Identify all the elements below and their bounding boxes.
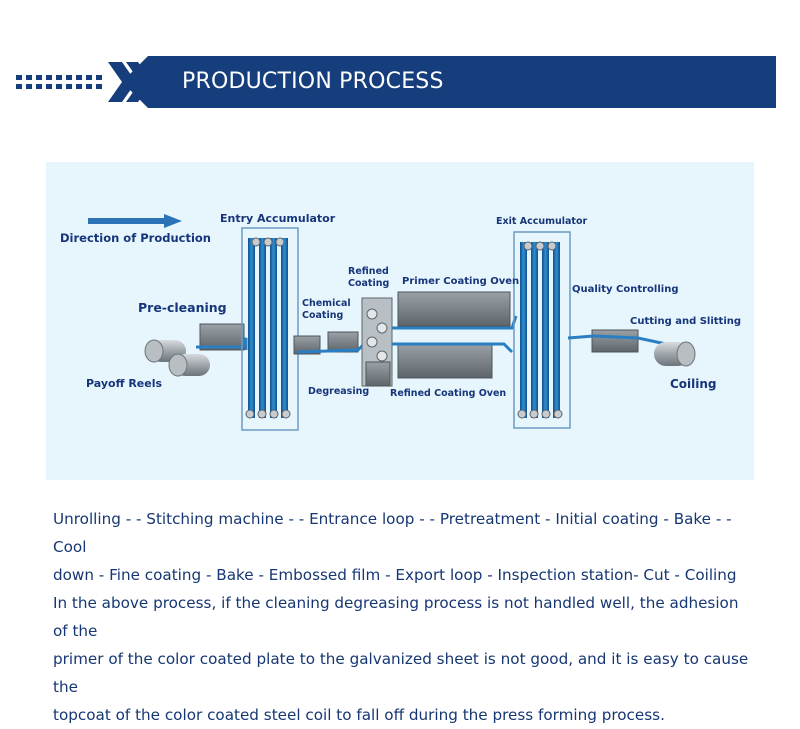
label-chemical-coating-2: Coating <box>302 310 343 321</box>
entry-accumulator-tower <box>241 227 299 431</box>
label-cutting: Cutting and Slitting <box>630 316 741 327</box>
label-degreasing: Degreasing <box>308 386 369 397</box>
refined-coating-oven <box>392 342 514 379</box>
refined-coating-station <box>361 297 393 387</box>
label-refined-coating-1: Refined <box>348 266 389 277</box>
description-text: In the above process, if the cleaning de… <box>53 589 753 729</box>
process-line-1: Unrolling - - Stitching machine - - Entr… <box>53 510 732 556</box>
description-line-3: topcoat of the color coated steel coil t… <box>53 706 665 724</box>
production-diagram: Direction of Production Entry Accumulato… <box>46 162 754 480</box>
label-pre-cleaning: Pre-cleaning <box>138 300 227 315</box>
production-line-illustration: Direction of Production Entry Accumulato… <box>60 212 741 431</box>
label-primer-oven: Primer Coating Oven <box>402 276 519 287</box>
label-direction: Direction of Production <box>60 231 211 245</box>
pre-cleaning-unit <box>196 323 248 351</box>
primer-coating-oven <box>392 291 518 330</box>
label-quality: Quality Controlling <box>572 284 678 295</box>
section-banner: PRODUCTION PROCESS <box>0 56 800 108</box>
label-refined-oven: Refined Coating Oven <box>390 388 506 399</box>
label-refined-coating-2: Coating <box>348 278 389 289</box>
coiling-reel <box>654 341 696 367</box>
description-line-1: In the above process, if the cleaning de… <box>53 594 739 640</box>
label-coiling: Coiling <box>670 377 717 391</box>
label-exit-accumulator: Exit Accumulator <box>496 216 587 227</box>
exit-accumulator-tower <box>513 231 571 429</box>
label-chemical-coating-1: Chemical <box>302 298 351 309</box>
cutting-unit <box>567 329 667 353</box>
direction-arrow <box>88 214 182 228</box>
process-steps-text: Unrolling - - Stitching machine - - Entr… <box>53 505 753 589</box>
page-title: PRODUCTION PROCESS <box>182 69 444 94</box>
degreasing-units <box>293 331 368 355</box>
label-entry-accumulator: Entry Accumulator <box>220 212 336 225</box>
banner-bar: PRODUCTION PROCESS <box>122 56 776 108</box>
process-line-2: down - Fine coating - Bake - Embossed fi… <box>53 566 737 584</box>
description-line-2: primer of the color coated plate to the … <box>53 650 749 696</box>
payoff-reels <box>144 339 210 377</box>
dashed-arrow-icon <box>16 75 102 89</box>
label-payoff-reels: Payoff Reels <box>86 377 162 390</box>
